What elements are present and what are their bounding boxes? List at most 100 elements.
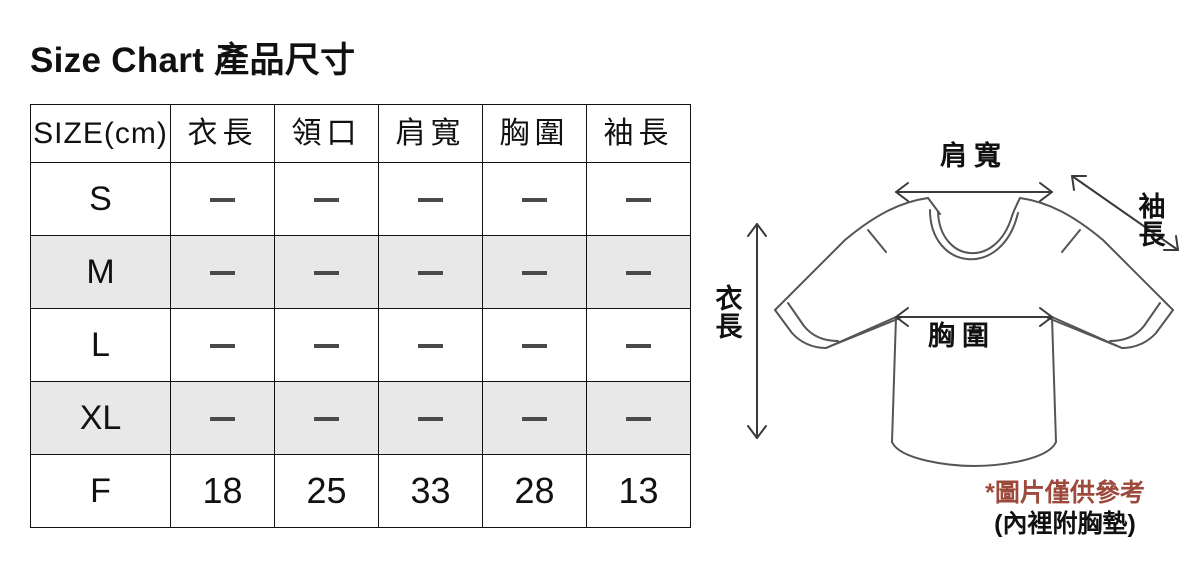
diagram-label-sleeve-length: 袖長 — [1138, 192, 1166, 251]
empty-value-dash — [626, 271, 651, 276]
empty-value-dash — [210, 417, 235, 422]
neck-right-joint — [1011, 197, 1021, 217]
empty-value-dash — [626, 344, 651, 349]
table-row: L — [30, 308, 691, 382]
right-shoulder-seam — [1019, 197, 1174, 311]
sleeve-length-arrow-head-end — [1163, 235, 1179, 251]
cell-neckline — [274, 308, 379, 382]
cell-shoulder-width: 33 — [378, 454, 483, 528]
right-side-seam — [1051, 316, 1057, 443]
cell-value: 18 — [202, 470, 243, 511]
empty-value-dash — [418, 344, 443, 349]
left-cuff-band — [787, 302, 839, 342]
left-armhole-tick — [867, 229, 887, 253]
cell-sleeve-length — [586, 381, 691, 455]
column-header-sleeve-length: 袖長 — [586, 104, 691, 163]
empty-value-dash — [210, 271, 235, 276]
empty-value-dash — [210, 198, 235, 203]
cell-neckline — [274, 381, 379, 455]
column-header-chest: 胸圍 — [482, 104, 587, 163]
chest-arrow-head-right — [1039, 307, 1053, 327]
cell-sleeve-length: 13 — [586, 454, 691, 528]
cell-shoulder-width — [378, 308, 483, 382]
footnote-reference-note: *圖片僅供參考 — [985, 479, 1145, 507]
table-row: F 18 25 33 28 13 — [30, 454, 691, 528]
column-header-shoulder-width: 肩寬 — [378, 104, 483, 163]
empty-value-dash — [314, 198, 339, 203]
right-armhole-tick — [1061, 229, 1081, 253]
cell-sleeve-length — [586, 235, 691, 309]
table-row: XL — [30, 381, 691, 455]
garment-measurement-diagram: 肩寬 袖長 衣長 胸圍 — [700, 120, 1200, 500]
neckline-outer — [937, 211, 1013, 255]
shoulder-arrow-head-right — [1039, 182, 1053, 202]
empty-value-dash — [314, 271, 339, 276]
cell-value: 33 — [410, 470, 451, 511]
shoulder-arrow-head-left — [895, 182, 909, 202]
empty-value-dash — [418, 271, 443, 276]
empty-value-dash — [418, 417, 443, 422]
body-length-arrow-head-bottom — [747, 425, 767, 439]
size-chart-table-container: SIZE(cm) 衣長 領口 肩寬 胸圍 袖長 S M — [30, 104, 691, 528]
empty-value-dash — [314, 417, 339, 422]
left-sleeve-inner — [825, 316, 897, 349]
cell-body-length — [170, 381, 275, 455]
cell-sleeve-length — [586, 308, 691, 382]
cell-value: 28 — [514, 470, 555, 511]
cell-chest — [482, 235, 587, 309]
column-header-size: SIZE(cm) — [30, 104, 171, 163]
empty-value-dash — [314, 344, 339, 349]
empty-value-dash — [210, 344, 235, 349]
size-chart-table: SIZE(cm) 衣長 領口 肩寬 胸圍 袖長 S M — [30, 104, 691, 528]
cell-chest — [482, 381, 587, 455]
garment-illustration-svg — [747, 175, 1179, 467]
right-sleeve-inner — [1051, 316, 1123, 349]
empty-value-dash — [626, 417, 651, 422]
row-size-label: M — [30, 235, 171, 309]
cell-chest: 28 — [482, 454, 587, 528]
chest-arrow-head-left — [895, 307, 909, 327]
empty-value-dash — [626, 198, 651, 203]
cell-body-length — [170, 162, 275, 236]
bottom-hem — [891, 441, 1057, 467]
neckline-inner — [929, 209, 1019, 261]
diagram-label-shoulder-width: 肩寬 — [940, 141, 1008, 171]
diagram-label-chest: 胸圍 — [928, 321, 996, 351]
cell-chest — [482, 162, 587, 236]
left-shoulder-seam — [774, 197, 929, 311]
empty-value-dash — [418, 198, 443, 203]
footnote: *圖片僅供參考 (內裡附胸墊) — [940, 478, 1190, 541]
cell-neckline — [274, 235, 379, 309]
column-header-body-length: 衣長 — [170, 104, 275, 163]
sleeve-length-arrow-head-start — [1071, 175, 1087, 191]
body-length-arrow-head-top — [747, 223, 767, 237]
page-title: Size Chart 產品尺寸 — [30, 41, 356, 80]
cell-body-length — [170, 235, 275, 309]
empty-value-dash — [522, 271, 547, 276]
cell-neckline — [274, 162, 379, 236]
row-size-label: XL — [30, 381, 171, 455]
cell-shoulder-width — [378, 162, 483, 236]
footnote-padding-note: (內裡附胸墊) — [994, 510, 1136, 539]
column-header-neckline: 領口 — [274, 104, 379, 163]
table-header-row: SIZE(cm) 衣長 領口 肩寬 胸圍 袖長 — [30, 104, 691, 163]
row-size-label: L — [30, 308, 171, 382]
cell-body-length: 18 — [170, 454, 275, 528]
diagram-label-body-length: 衣長 — [715, 284, 743, 343]
cell-shoulder-width — [378, 235, 483, 309]
cell-chest — [482, 308, 587, 382]
cell-shoulder-width — [378, 381, 483, 455]
cell-value: 13 — [618, 470, 659, 511]
cell-value: 25 — [306, 470, 347, 511]
cell-neckline: 25 — [274, 454, 379, 528]
empty-value-dash — [522, 198, 547, 203]
cell-sleeve-length — [586, 162, 691, 236]
sleeve-length-arrow-line — [1071, 175, 1179, 251]
row-size-label: F — [30, 454, 171, 528]
right-cuff-band — [1109, 302, 1161, 342]
table-row: M — [30, 235, 691, 309]
empty-value-dash — [522, 417, 547, 422]
neck-left-joint — [927, 197, 941, 215]
row-size-label: S — [30, 162, 171, 236]
empty-value-dash — [522, 344, 547, 349]
